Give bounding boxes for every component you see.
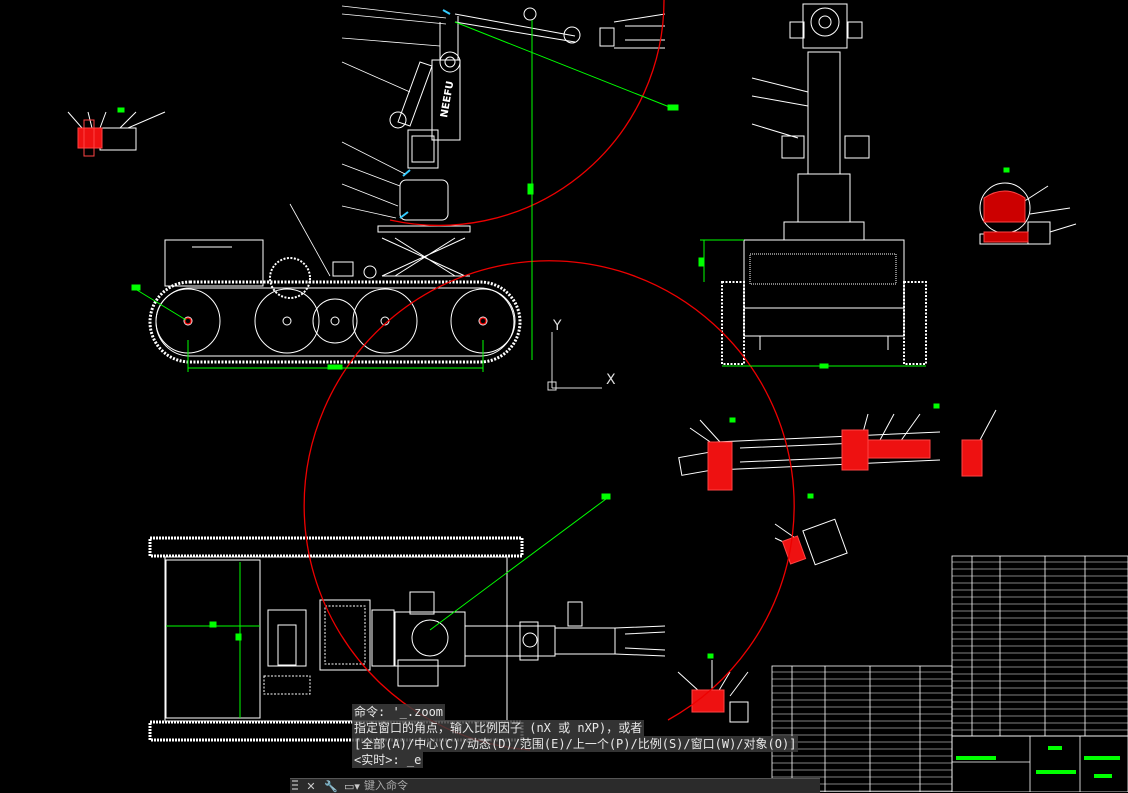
section-hatching xyxy=(77,119,1029,713)
close-icon[interactable]: ✕ xyxy=(306,779,316,793)
command-history-line-2: 指定窗口的角点，输入比例因子 (nX 或 nXP)，或者 xyxy=(352,720,645,736)
command-history-line-1: 命令: '_.zoom xyxy=(352,704,446,720)
top-view xyxy=(148,536,666,742)
command-input[interactable] xyxy=(364,780,664,792)
front-view-arm: NEEFU xyxy=(389,7,666,221)
ucs-x-label: X xyxy=(606,372,616,388)
command-history-line-4: <实时>: _e xyxy=(352,752,424,768)
leader-lines-front xyxy=(289,5,447,277)
drag-handle[interactable] xyxy=(292,780,298,792)
command-history-line-3: [全部(A)/中心(C)/动态(D)/范围(E)/上一个(P)/比例(S)/窗口… xyxy=(352,736,799,752)
arm-brand-text: NEEFU xyxy=(439,80,456,118)
front-view-chassis xyxy=(148,225,522,364)
title-block-marks xyxy=(956,746,1120,778)
ucs-icon: Y X xyxy=(547,318,616,391)
detail-joint-view xyxy=(677,660,749,723)
detail-forearm-view xyxy=(678,409,997,476)
ucs-y-label: Y xyxy=(552,318,562,334)
command-line-bar[interactable]: ✕ 🔧 ▭▾ xyxy=(290,778,820,793)
command-history: 命令: '_.zoom 指定窗口的角点，输入比例因子 (nX 或 nXP)，或者… xyxy=(352,704,812,768)
title-block xyxy=(771,555,1128,792)
customize-wrench-icon[interactable]: 🔧 xyxy=(324,779,338,793)
recent-commands-icon[interactable]: ▭▾ xyxy=(344,779,360,793)
reach-circles xyxy=(184,0,795,751)
bom-rows xyxy=(772,561,1128,792)
dimensions xyxy=(117,20,1010,718)
side-view xyxy=(721,3,927,365)
